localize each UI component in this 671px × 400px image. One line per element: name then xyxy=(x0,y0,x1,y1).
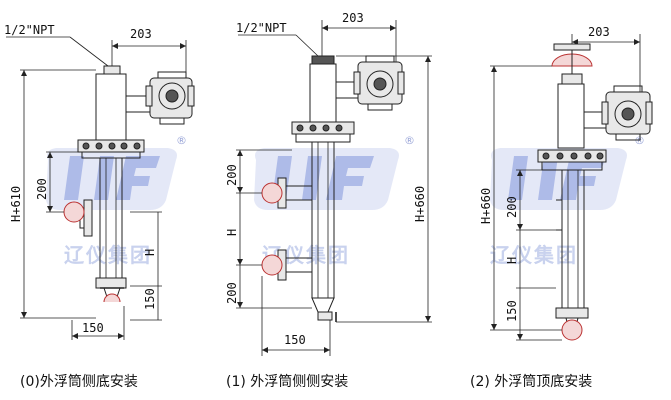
registered-mark: ® xyxy=(404,134,415,147)
dim-h: H xyxy=(143,249,157,256)
npt-label: 1/2"NPT xyxy=(236,21,287,35)
dim-200-bottom: 200 xyxy=(225,282,239,304)
transmitter-head xyxy=(353,55,405,111)
dim-150-vertical: 150 xyxy=(143,288,157,310)
transmitter-head xyxy=(145,71,195,125)
flange xyxy=(77,139,145,159)
caption-0: (0)外浮筒侧底安装 xyxy=(20,373,138,390)
caption-2: (2) 外浮筒顶底安装 xyxy=(470,373,592,390)
dim-150-horizontal: 150 xyxy=(82,321,104,335)
dim-h660: H+660 xyxy=(413,186,427,222)
dim-200-top: 200 xyxy=(225,164,239,186)
dim-203: 203 xyxy=(588,25,610,39)
watermark-text: 辽仪集团 xyxy=(490,243,578,267)
dim-203: 203 xyxy=(342,11,364,25)
npt-leader xyxy=(69,36,109,67)
lower-valve-handwheel xyxy=(261,254,283,276)
dim-h: H xyxy=(225,229,239,236)
watermark-1: ® 辽仪集团 xyxy=(46,134,187,267)
transmitter-head xyxy=(601,85,653,141)
dim-200: 200 xyxy=(505,196,519,218)
dim-h610: H+610 xyxy=(9,186,23,222)
dim-203: 203 xyxy=(130,27,152,41)
side-valve-handwheel xyxy=(63,201,85,223)
diagram-2-top-bottom-mount: 203 xyxy=(470,25,653,390)
flange xyxy=(291,121,355,143)
flange xyxy=(537,149,607,171)
upper-valve-handwheel xyxy=(261,182,283,204)
dim-h660: H+660 xyxy=(479,188,493,224)
dim-h: H xyxy=(505,257,519,264)
dim-150-vertical: 150 xyxy=(505,300,519,322)
diagram-0-side-bottom-mount: 1/2"NPT 203 xyxy=(4,23,195,390)
caption-1: (1) 外浮筒侧侧安装 xyxy=(226,373,348,390)
watermark-3: ® 辽仪集团 xyxy=(490,134,645,267)
bottom-valve-handwheel xyxy=(561,319,583,341)
bottom-valve-handwheel xyxy=(103,293,121,303)
npt-label: 1/2"NPT xyxy=(4,23,55,37)
watermark-text: 辽仪集团 xyxy=(64,243,152,267)
diagram-1-side-side-mount: 1/2"NPT 203 xyxy=(225,11,432,390)
dim-200: 200 xyxy=(35,178,49,200)
registered-mark: ® xyxy=(176,134,187,147)
dim-150-horizontal: 150 xyxy=(284,333,306,347)
